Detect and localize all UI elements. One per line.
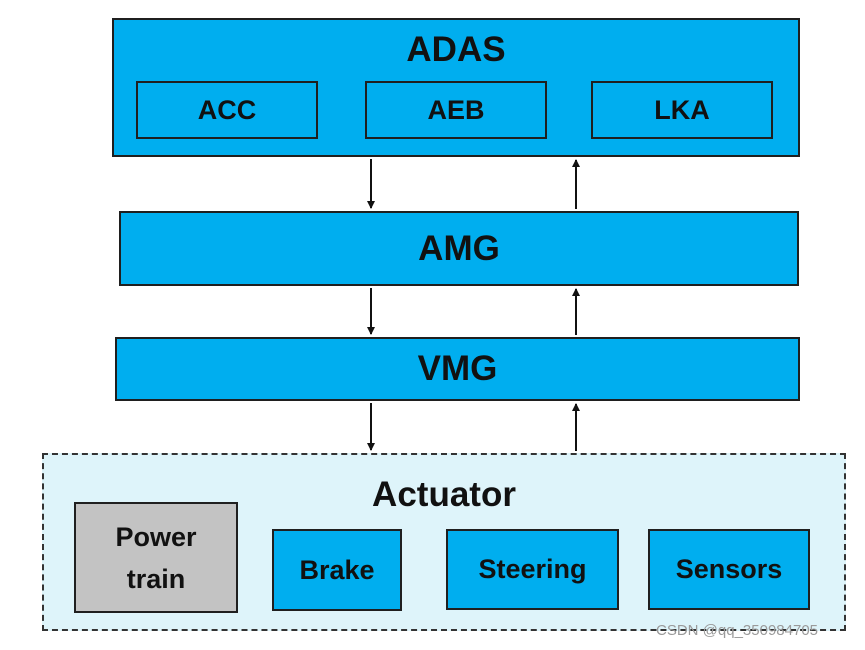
lka-module: LKA bbox=[591, 81, 773, 139]
adas-title: ADAS bbox=[406, 30, 506, 69]
acc-module: ACC bbox=[136, 81, 318, 139]
steering-module: Steering bbox=[446, 529, 619, 610]
aeb-module: AEB bbox=[365, 81, 547, 139]
brake-module: Brake bbox=[272, 529, 402, 611]
vmg-block: VMG bbox=[115, 337, 800, 401]
powertrain-module: Power train bbox=[74, 502, 238, 613]
sensors-module: Sensors bbox=[648, 529, 810, 610]
watermark: CSDN @qq_350984705 bbox=[656, 622, 819, 639]
actuator-title: Actuator bbox=[372, 475, 516, 514]
amg-block: AMG bbox=[119, 211, 799, 286]
